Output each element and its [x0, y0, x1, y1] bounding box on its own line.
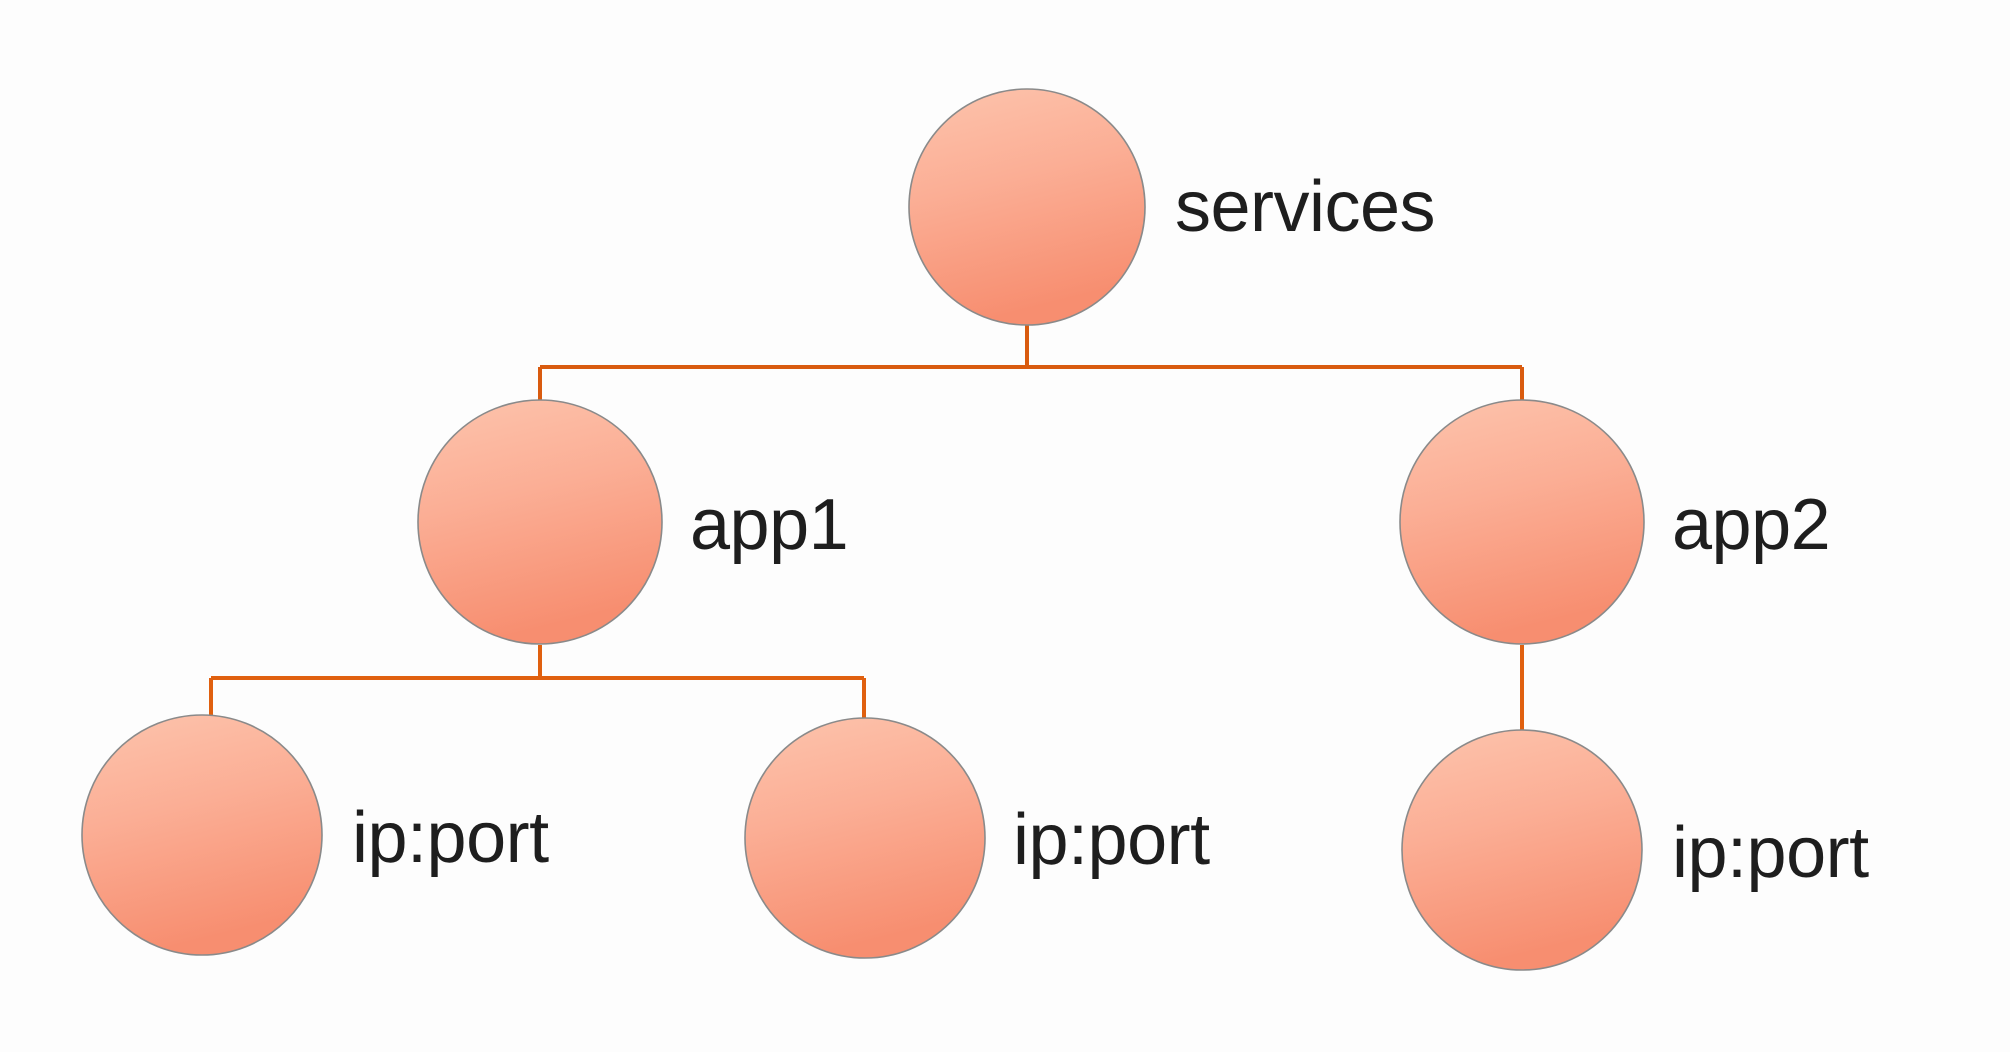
node-app2[interactable]	[1399, 399, 1645, 645]
node-app1[interactable]	[417, 399, 663, 645]
node-ipport-1[interactable]	[81, 714, 323, 956]
node-services[interactable]	[908, 88, 1146, 326]
node-label-app2: app2	[1672, 485, 1831, 565]
node-label-ipport-3: ip:port	[1672, 813, 1869, 893]
node-ipport-2[interactable]	[744, 717, 986, 959]
node-label-services: services	[1175, 167, 1436, 247]
edge-app1-children	[209, 645, 866, 719]
edge-services-app1	[538, 325, 1522, 402]
node-label-ipport-2: ip:port	[1013, 800, 1210, 880]
node-ipport-3[interactable]	[1401, 729, 1643, 971]
node-label-ipport-1: ip:port	[352, 798, 549, 878]
node-label-app1: app1	[690, 485, 849, 565]
